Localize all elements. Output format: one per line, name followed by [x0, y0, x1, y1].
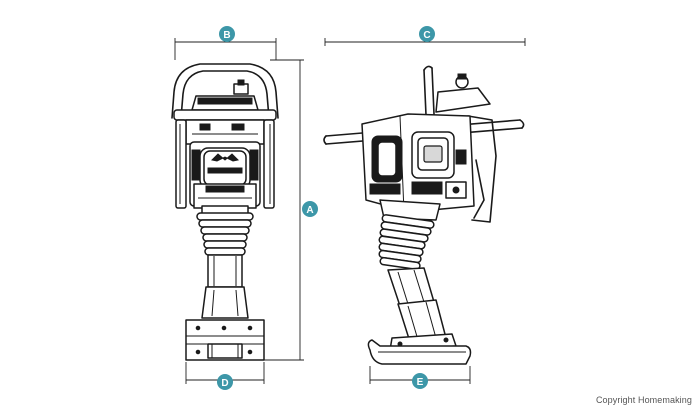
dimension-b: [174, 38, 277, 60]
front-view-rammer: [171, 63, 279, 361]
dimension-c: [324, 38, 526, 46]
badge-b: B: [219, 26, 235, 42]
side-view-rammer: [323, 65, 525, 365]
badge-b-label: B: [223, 30, 230, 41]
badge-a-label: A: [306, 205, 313, 216]
badge-d-label: D: [221, 378, 228, 389]
badge-e-label: E: [417, 377, 424, 388]
copyright-text: Copyright Homemaking: [595, 395, 692, 405]
badge-c: C: [419, 26, 435, 42]
dimension-a: [264, 59, 304, 361]
winged-emblem-icon: [210, 153, 240, 162]
badge-e: E: [412, 373, 428, 389]
badge-d: D: [217, 374, 233, 390]
badge-a: A: [302, 201, 318, 217]
badge-c-label: C: [423, 30, 430, 41]
